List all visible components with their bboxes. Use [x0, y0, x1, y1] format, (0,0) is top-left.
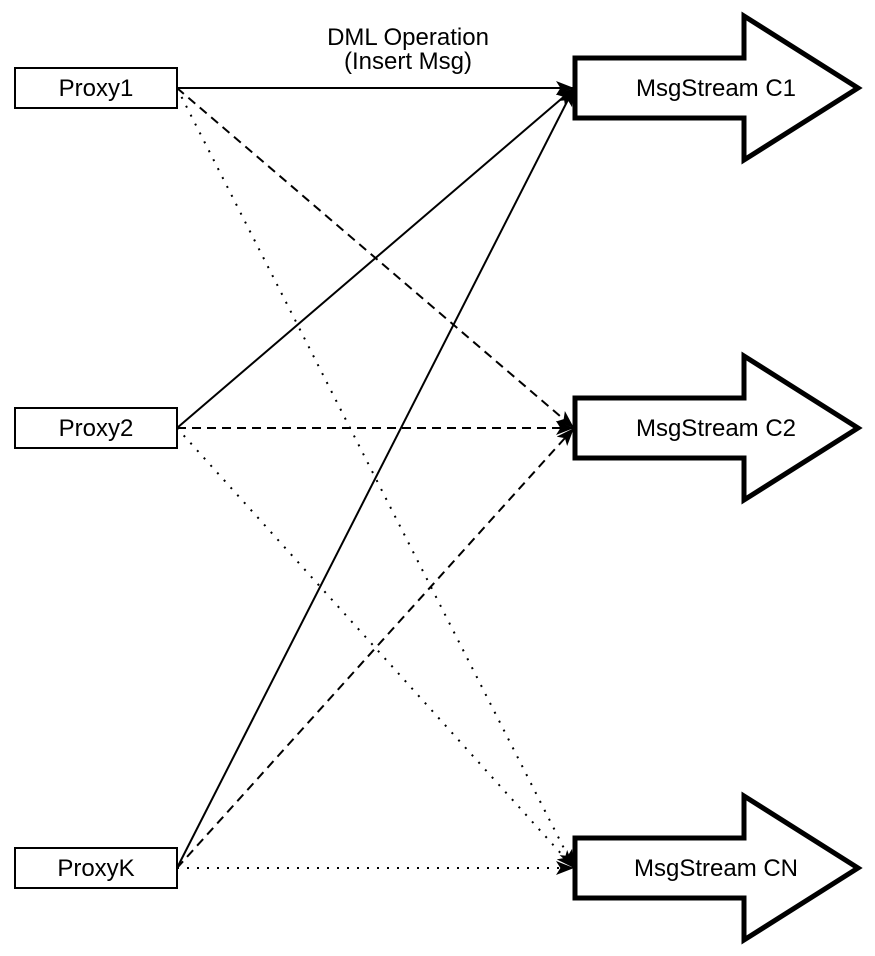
edges-layer	[176, 81, 575, 875]
proxy1-label: Proxy1	[59, 75, 134, 102]
proxyk-label: ProxyK	[57, 855, 134, 882]
msgstream-c2-label: MsgStream C2	[636, 415, 796, 442]
stream-node-c2: MsgStream C2	[572, 351, 863, 505]
msgstream-cn-arrow-shape	[572, 791, 863, 945]
proxy2-box	[14, 407, 178, 449]
edge-proxyk-to-c2-dashed	[176, 427, 575, 869]
proxy-node-proxyk: ProxyK	[14, 847, 178, 889]
proxy1-box	[14, 67, 178, 109]
msgstream-c2-arrow-shape	[572, 351, 863, 505]
edge-proxyk-to-c1-solid	[176, 87, 575, 869]
proxy-node-proxy1: Proxy1	[14, 67, 178, 109]
msgstream-cn-label: MsgStream CN	[634, 855, 798, 882]
proxy2-label: Proxy2	[59, 415, 134, 442]
stream-node-cn: MsgStream CN	[572, 791, 863, 945]
proxyk-box	[14, 847, 178, 889]
stream-node-c1: MsgStream C1	[572, 11, 863, 165]
msgstream-c1-arrow-shape	[572, 11, 863, 165]
diagram-title-line1: DML Operation	[327, 24, 489, 51]
proxy-node-proxy2: Proxy2	[14, 407, 178, 449]
msgstream-c1-label: MsgStream C1	[636, 75, 796, 102]
diagram-title-line2: (Insert Msg)	[344, 48, 472, 75]
edge-proxy2-to-c1-solid	[176, 87, 575, 429]
